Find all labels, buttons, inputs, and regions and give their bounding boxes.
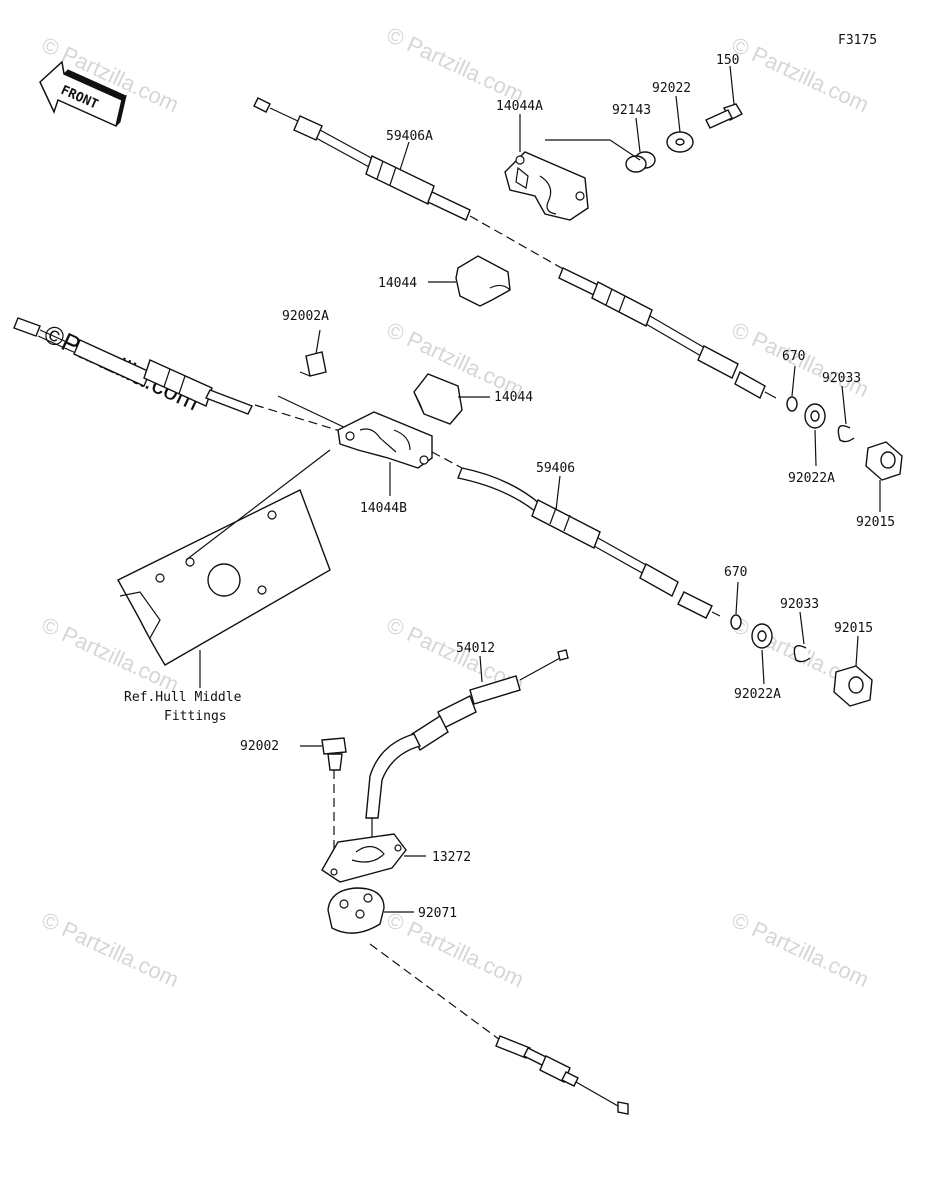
o-ring-670-1 [786,396,798,412]
cable-lower-end [369,943,629,1115]
o-ring-670-2 [730,614,742,630]
label-14044B[interactable]: 14044B [360,501,407,516]
bracket-14044B [337,411,433,469]
label-92071[interactable]: 92071 [418,906,457,921]
label-14044A[interactable]: 14044A [496,99,543,114]
plate-13272 [321,833,407,883]
label-670-1[interactable]: 670 [782,349,805,364]
label-92015-1[interactable]: 92015 [856,515,895,530]
nut-92015-1 [865,441,903,481]
label-14044-top[interactable]: 14044 [378,276,417,291]
ref-note-line1: Ref.Hull Middle [124,690,242,705]
label-150[interactable]: 150 [716,53,739,68]
cable-59406A [253,97,777,399]
label-92022A-1[interactable]: 92022A [788,471,835,486]
label-92002A[interactable]: 92002A [282,309,329,324]
cable-left-upper [13,317,351,435]
label-92033-1[interactable]: 92033 [822,371,861,386]
label-92033-2[interactable]: 92033 [780,597,819,612]
clamp-14044-mid [413,373,463,425]
front-arrow-icon: FRONT [39,60,127,128]
label-14044-mid[interactable]: 14044 [494,390,533,405]
ref-note-line2: Fittings [164,709,227,724]
leader-lines [300,65,881,913]
cable-54012 [365,649,569,840]
washer-92022A-2 [751,623,773,649]
figure-code: F3175 [838,33,877,48]
clamp-14044-top [455,255,511,307]
watermark: © Partzilla.com [383,22,528,107]
hull-middle-fittings-panel [117,449,331,688]
grommet-92071 [327,887,385,934]
washer-92022A-1 [804,403,826,429]
label-92022[interactable]: 92022 [652,81,691,96]
label-59406A[interactable]: 59406A [386,129,433,144]
cable-59406 [431,451,721,619]
bolt-92002A [277,351,351,431]
part-labels: 150 92022 92143 14044A 59406A 14044 9200… [124,53,895,921]
label-92002[interactable]: 92002 [240,739,279,754]
watermark: © Partzilla.com [728,907,873,992]
bolt-150 [705,103,743,129]
label-54012[interactable]: 54012 [456,641,495,656]
label-670-2[interactable]: 670 [724,565,747,580]
circlip-92033-2 [793,645,811,663]
spacer-92143 [625,151,656,173]
watermarks: © Partzilla.com © Partzilla.com © Partzi… [38,22,873,992]
circlip-92033-1 [837,425,855,443]
label-92022A-2[interactable]: 92022A [734,687,781,702]
bracket-14044A [504,151,589,221]
label-59406[interactable]: 59406 [536,461,575,476]
label-13272[interactable]: 13272 [432,850,471,865]
nut-92015-2 [833,665,873,707]
washer-92022 [666,131,694,153]
label-92015-2[interactable]: 92015 [834,621,873,636]
bolt-92002 [321,737,347,866]
label-92143[interactable]: 92143 [612,103,651,118]
watermark: © Partzilla.com [38,907,183,992]
